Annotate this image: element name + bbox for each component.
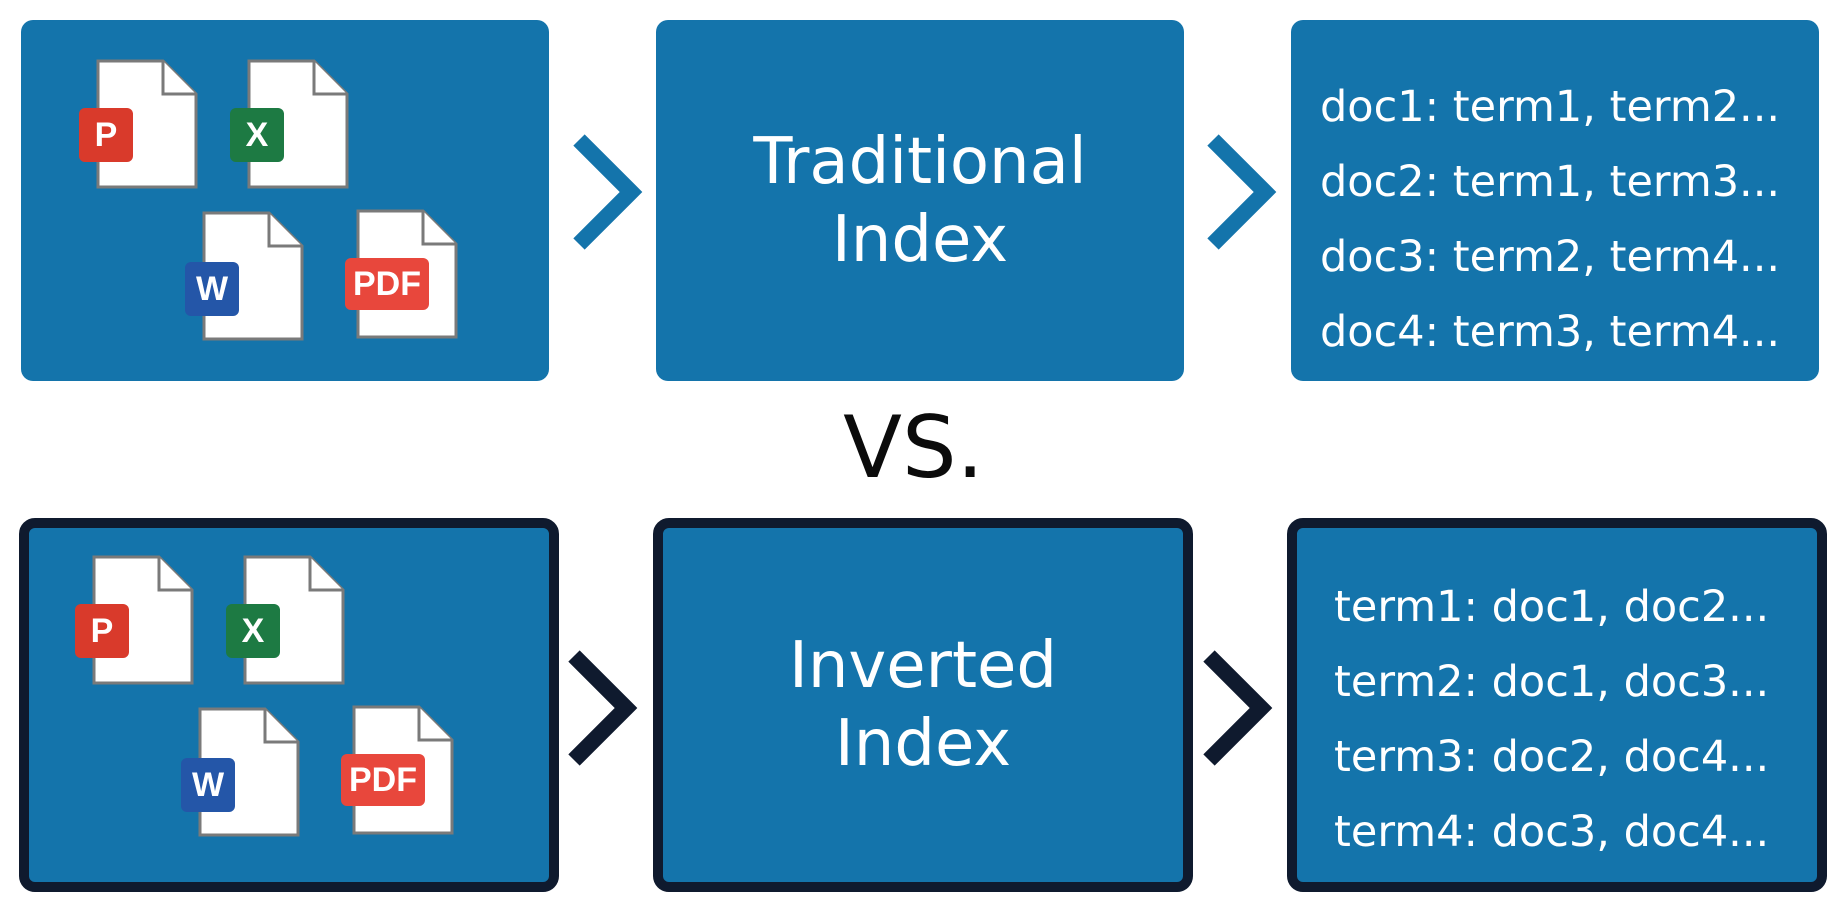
- list-item: doc1: term1, term2...: [1320, 82, 1781, 132]
- list-item: term2: doc1, doc3...: [1334, 657, 1770, 707]
- vs-label: VS.: [843, 398, 984, 498]
- excel-file-icon: X: [230, 58, 350, 190]
- powerpoint-file-icon: P: [75, 554, 195, 686]
- list-item: term1: doc1, doc2...: [1334, 582, 1770, 632]
- documents-panel-top: P X W PDF: [21, 20, 549, 381]
- word-badge: W: [181, 758, 235, 812]
- document-term-list: doc1: term1, term2... doc2: term1, term3…: [1320, 70, 1780, 370]
- list-item: doc2: term1, term3...: [1320, 157, 1781, 207]
- powerpoint-file-icon: P: [79, 58, 199, 190]
- excel-badge: X: [226, 604, 280, 658]
- word-badge: W: [185, 262, 239, 316]
- powerpoint-badge: P: [75, 604, 129, 658]
- powerpoint-badge: P: [79, 108, 133, 162]
- pdf-file-icon: PDF: [345, 208, 459, 340]
- word-file-icon: W: [185, 210, 305, 342]
- document-terms-panel: doc1: term1, term2... doc2: term1, term3…: [1291, 20, 1819, 381]
- pdf-badge: PDF: [341, 754, 425, 806]
- pdf-badge: PDF: [345, 258, 429, 310]
- inverted-index-title: Inverted Index: [788, 629, 1058, 781]
- list-item: term3: doc2, doc4...: [1334, 732, 1770, 782]
- pdf-file-icon: PDF: [341, 704, 455, 836]
- traditional-index-panel: Traditional Index: [656, 20, 1184, 381]
- documents-panel-bottom: P X W PDF: [19, 518, 559, 892]
- chevron-right-icon: [568, 650, 638, 766]
- list-item: term4: doc3, doc4...: [1334, 807, 1770, 857]
- term-documents-panel: term1: doc1, doc2... term2: doc1, doc3..…: [1287, 518, 1827, 892]
- word-file-icon: W: [181, 706, 301, 838]
- chevron-right-icon: [1207, 134, 1277, 250]
- traditional-index-title: Traditional Index: [753, 124, 1087, 277]
- chevron-right-icon: [1203, 650, 1273, 766]
- list-item: doc3: term2, term4...: [1320, 232, 1781, 282]
- list-item: doc4: term3, term4...: [1320, 307, 1781, 357]
- excel-file-icon: X: [226, 554, 346, 686]
- term-document-list: term1: doc1, doc2... term2: doc1, doc3..…: [1334, 570, 1769, 870]
- chevron-right-icon: [573, 134, 643, 250]
- excel-badge: X: [230, 108, 284, 162]
- inverted-index-panel: Inverted Index: [653, 518, 1193, 892]
